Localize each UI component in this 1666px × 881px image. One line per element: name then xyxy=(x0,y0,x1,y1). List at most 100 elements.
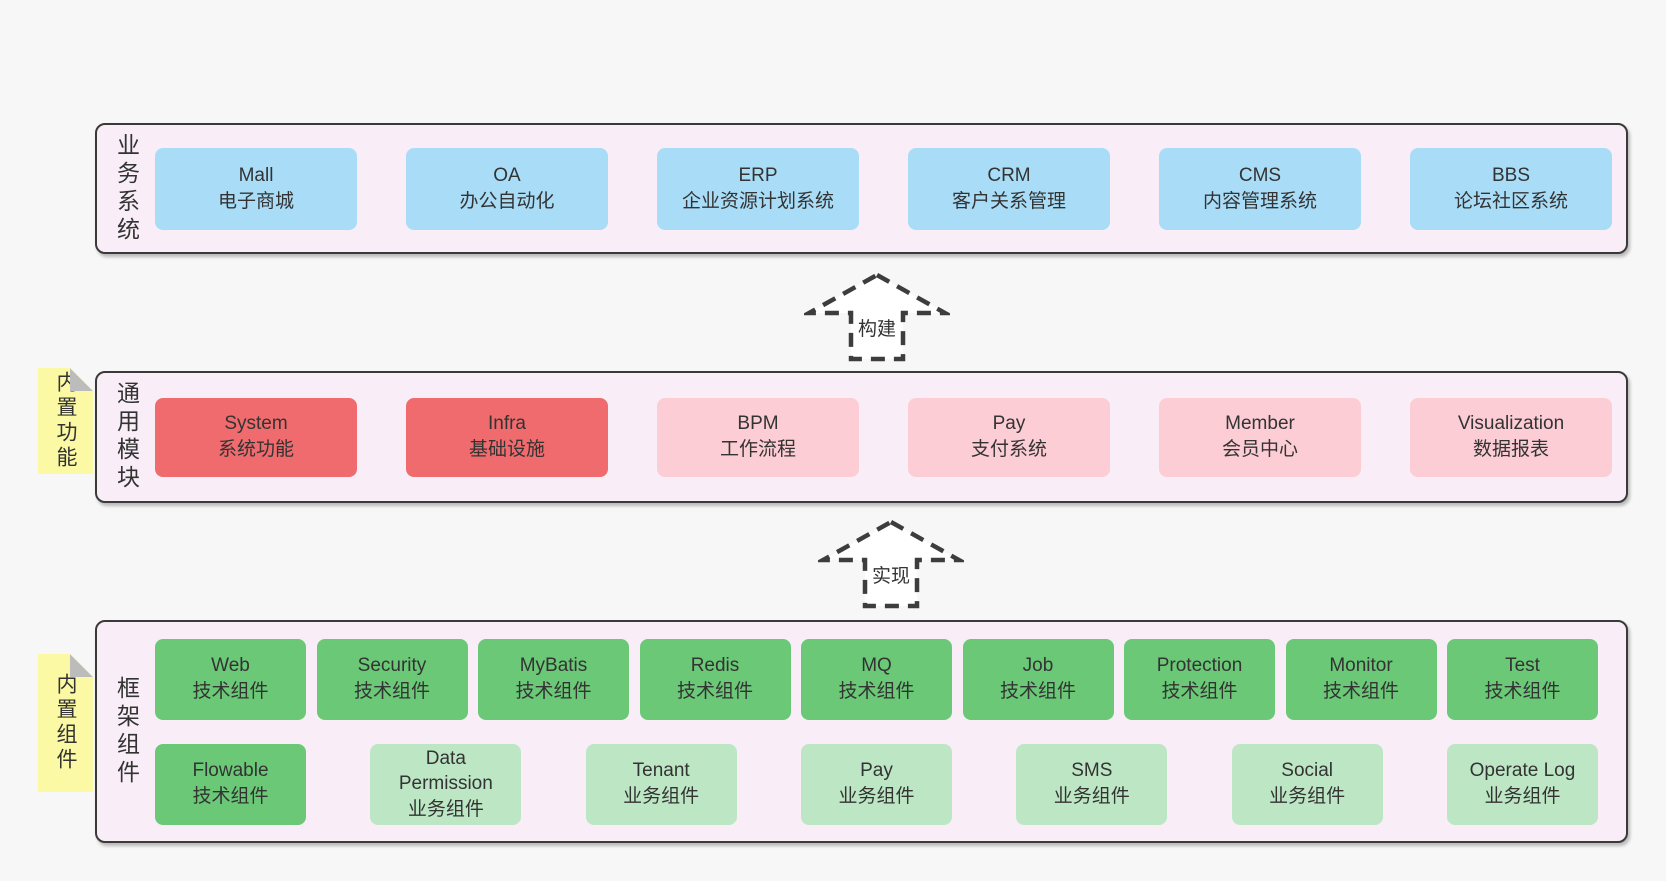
component-desc: 内容管理系统 xyxy=(1202,190,1317,212)
component-box-visualization: Visualization 数据报表 xyxy=(1410,397,1612,477)
component-box-member: Member 会员中心 xyxy=(1159,397,1361,477)
component-name: Member xyxy=(1225,413,1295,435)
component-box-job: Job 技术组件 xyxy=(962,638,1114,720)
component-box-mybatis: MyBatis 技术组件 xyxy=(478,638,629,720)
component-desc: 客户关系管理 xyxy=(951,190,1066,212)
component-desc: 会员中心 xyxy=(1221,439,1298,460)
component-box-sms: SMS 业务组件 xyxy=(1016,743,1168,825)
folded-corner-icon xyxy=(70,654,93,677)
implement-arrow: 实现 xyxy=(818,519,964,609)
component-desc: 技术组件 xyxy=(838,681,915,702)
component-name: Web xyxy=(211,655,250,677)
layer-label-business: 业务系统 xyxy=(97,125,155,252)
component-desc: 基础设施 xyxy=(468,439,545,460)
component-box-bbs: BBS 论坛社区系统 xyxy=(1410,147,1612,230)
component-name: BBS xyxy=(1491,164,1531,186)
component-name: System xyxy=(224,413,288,435)
tab-label-text: 内置组件 xyxy=(54,673,77,773)
layer-label-text: 通用模块 xyxy=(113,381,140,493)
component-desc: 业务组件 xyxy=(838,786,915,807)
component-desc: 电子商城 xyxy=(217,190,294,212)
build-arrow: 构建 xyxy=(804,272,950,362)
component-name: MQ xyxy=(861,655,892,677)
component-name: Flowable xyxy=(192,760,269,782)
sticky-tab-built-in-features: 内置功能 xyxy=(38,368,93,474)
component-name: Pay xyxy=(860,760,893,782)
component-desc: 办公自动化 xyxy=(459,190,555,212)
component-name: Monitor xyxy=(1329,655,1393,677)
component-box-pay: Pay 支付系统 xyxy=(908,397,1110,477)
component-name: Job xyxy=(1022,655,1054,677)
component-name: OA xyxy=(493,164,521,186)
component-box-test: Test 技术组件 xyxy=(1447,638,1598,720)
component-name: MyBatis xyxy=(519,655,588,677)
tab-label-text: 内置功能 xyxy=(54,371,77,471)
component-desc: 技术组件 xyxy=(676,681,753,702)
component-desc: 技术组件 xyxy=(999,681,1076,702)
component-desc: 企业资源计划系统 xyxy=(681,190,834,212)
component-desc: 业务组件 xyxy=(407,798,484,820)
component-desc: 技术组件 xyxy=(1161,681,1238,702)
component-box-web: Web 技术组件 xyxy=(155,638,306,720)
component-name: Mall xyxy=(238,164,274,186)
component-box-erp: ERP 企业资源计划系统 xyxy=(657,147,859,230)
component-box-oa: OA 办公自动化 xyxy=(406,147,608,230)
component-desc: 技术组件 xyxy=(1484,681,1561,702)
component-box-cms: CMS 内容管理系统 xyxy=(1159,147,1361,230)
component-desc: 技术组件 xyxy=(515,681,592,702)
component-desc: 业务组件 xyxy=(1269,786,1346,807)
layer-label-framework: 框架组件 xyxy=(97,622,155,841)
layer-label-text: 框架组件 xyxy=(113,675,140,788)
component-desc: 技术组件 xyxy=(192,681,269,702)
sticky-tab-built-in-components: 内置组件 xyxy=(38,654,93,792)
component-desc: 业务组件 xyxy=(1484,786,1561,807)
component-desc: 论坛社区系统 xyxy=(1453,190,1568,212)
component-name: SMS xyxy=(1071,760,1113,782)
component-box-security: Security 技术组件 xyxy=(316,638,468,720)
component-desc: 技术组件 xyxy=(353,681,430,702)
component-box-tenant: Tenant 业务组件 xyxy=(585,743,737,825)
component-box-data-permission: Data Permission 业务组件 xyxy=(370,743,522,825)
component-name: Data Permission xyxy=(398,747,493,795)
layer-label-text: 业务系统 xyxy=(113,132,140,245)
folded-corner-icon xyxy=(70,368,93,391)
component-name: Visualization xyxy=(1457,413,1565,435)
component-name: BPM xyxy=(737,413,779,435)
component-name: Test xyxy=(1505,655,1540,677)
component-box-monitor: Monitor 技术组件 xyxy=(1285,638,1437,720)
component-box-redis: Redis 技术组件 xyxy=(639,638,791,720)
component-name: Tenant xyxy=(632,760,690,782)
arrow-label: 实现 xyxy=(868,561,914,588)
component-name: CMS xyxy=(1238,164,1282,186)
component-name: Infra xyxy=(487,413,527,435)
component-desc: 业务组件 xyxy=(623,786,700,807)
component-desc: 支付系统 xyxy=(970,439,1047,460)
component-name: Pay xyxy=(992,413,1026,435)
component-box-mq: MQ 技术组件 xyxy=(801,638,952,720)
component-name: Redis xyxy=(690,655,740,677)
layer-label-modules: 通用模块 xyxy=(97,373,155,501)
component-name: Security xyxy=(357,655,427,677)
component-desc: 工作流程 xyxy=(719,439,796,460)
component-box-infra: Infra 基础设施 xyxy=(406,397,608,477)
component-desc: 业务组件 xyxy=(1053,786,1130,807)
component-desc: 技术组件 xyxy=(1322,681,1399,702)
component-box-pay: Pay 业务组件 xyxy=(800,743,952,825)
component-box-bpm: BPM 工作流程 xyxy=(657,397,859,477)
component-name: Protection xyxy=(1156,655,1243,677)
component-desc: 数据报表 xyxy=(1472,439,1549,460)
component-name: ERP xyxy=(738,164,778,186)
arrow-label: 构建 xyxy=(854,314,900,341)
